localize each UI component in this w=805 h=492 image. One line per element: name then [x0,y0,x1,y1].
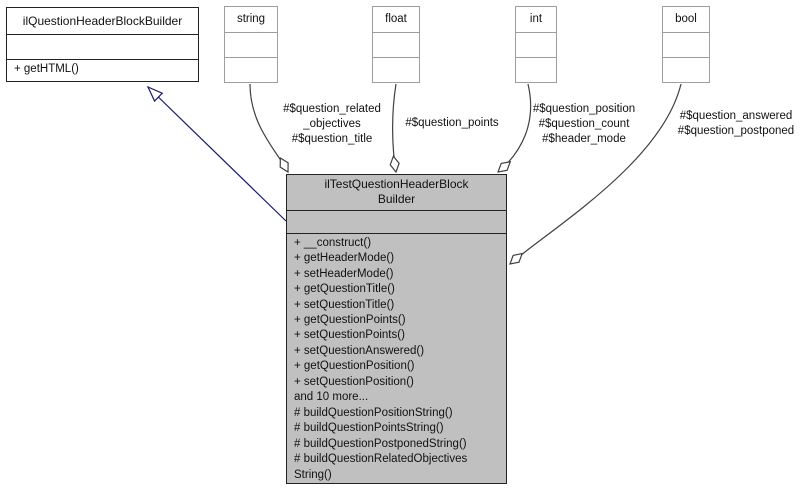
type-box-int: int [515,6,557,83]
class-attributes-compartment [7,34,198,59]
class-title: ilQuestionHeaderBlockBuilder [22,13,183,28]
type-methods-compartment [663,57,709,82]
type-attributes-compartment [225,32,277,57]
method-item: + setQuestionAnswered() [294,344,425,357]
method-item: String() [294,468,332,481]
type-attributes-compartment [373,32,419,57]
edge-label-line: #$header_mode [542,133,626,145]
class-methods-compartment: + getHTML() [7,59,198,81]
type-title: float [385,13,407,25]
class-box-ilquestionheaderblockbuilder[interactable]: ilQuestionHeaderBlockBuilder + getHTML() [6,7,199,82]
class-title-line: ilTestQuestionHeaderBlock [324,177,469,192]
method-item: + getQuestionPoints() [294,314,406,327]
type-box-bool: bool [662,6,710,83]
method-item: # buildQuestionRelatedObjectives [294,453,468,466]
edge-label-line: #$question_title [291,133,373,145]
edge-label-line: _objectives [303,118,361,130]
method-item: + getQuestionTitle() [294,283,395,296]
method-item: + setQuestionPoints() [294,329,405,342]
method-item: + setQuestionPosition() [294,375,414,388]
type-attributes-compartment [516,32,556,57]
method-item: + setHeaderMode() [294,267,394,280]
edge-label-line: #$question_count [538,118,630,130]
class-title-line: Builder [377,192,416,207]
type-title: string [236,13,266,25]
type-box-string: string [224,6,278,83]
type-methods-compartment [225,57,277,82]
type-box-float: float [372,6,420,83]
method-item: + getQuestionPosition() [294,360,415,373]
type-methods-compartment [516,57,556,82]
edge-label-line: #$question_answered [679,110,793,122]
edge-label-int: #$question_position #$question_count #$hea… [520,102,648,147]
edge-label-line: #$question_postponed [677,125,795,137]
edge-label-string: #$question_related _objectives #$question_… [268,102,396,147]
method-item: + getHeaderMode() [294,252,395,265]
edge-label-line: #$question_related [283,103,381,115]
type-attributes-compartment [663,32,709,57]
method-item: and 10 more... [294,391,369,404]
method-item: # buildQuestionPositionString() [294,406,453,419]
edge-label-float: #$question_points [394,116,510,131]
type-title: int [529,13,543,25]
method-item: + __construct() [294,236,372,249]
type-methods-compartment [373,57,419,82]
edge-label-line: #$question_position [532,103,636,115]
inheritance-edge [148,87,287,222]
method-item: + setQuestionTitle() [294,298,395,311]
method-item: # buildQuestionPostponedString() [294,437,467,450]
class-attributes-compartment [287,209,506,233]
type-title: bool [675,13,697,25]
edge-label-bool: #$question_answered #$question_postponed [666,109,805,139]
class-methods-compartment: + __construct() + getHeaderMode() + setHea… [287,232,506,483]
method-item: + getHTML() [14,63,79,75]
method-item: # buildQuestionPointsString() [294,422,444,435]
edge-label-line: #$question_points [405,117,499,129]
